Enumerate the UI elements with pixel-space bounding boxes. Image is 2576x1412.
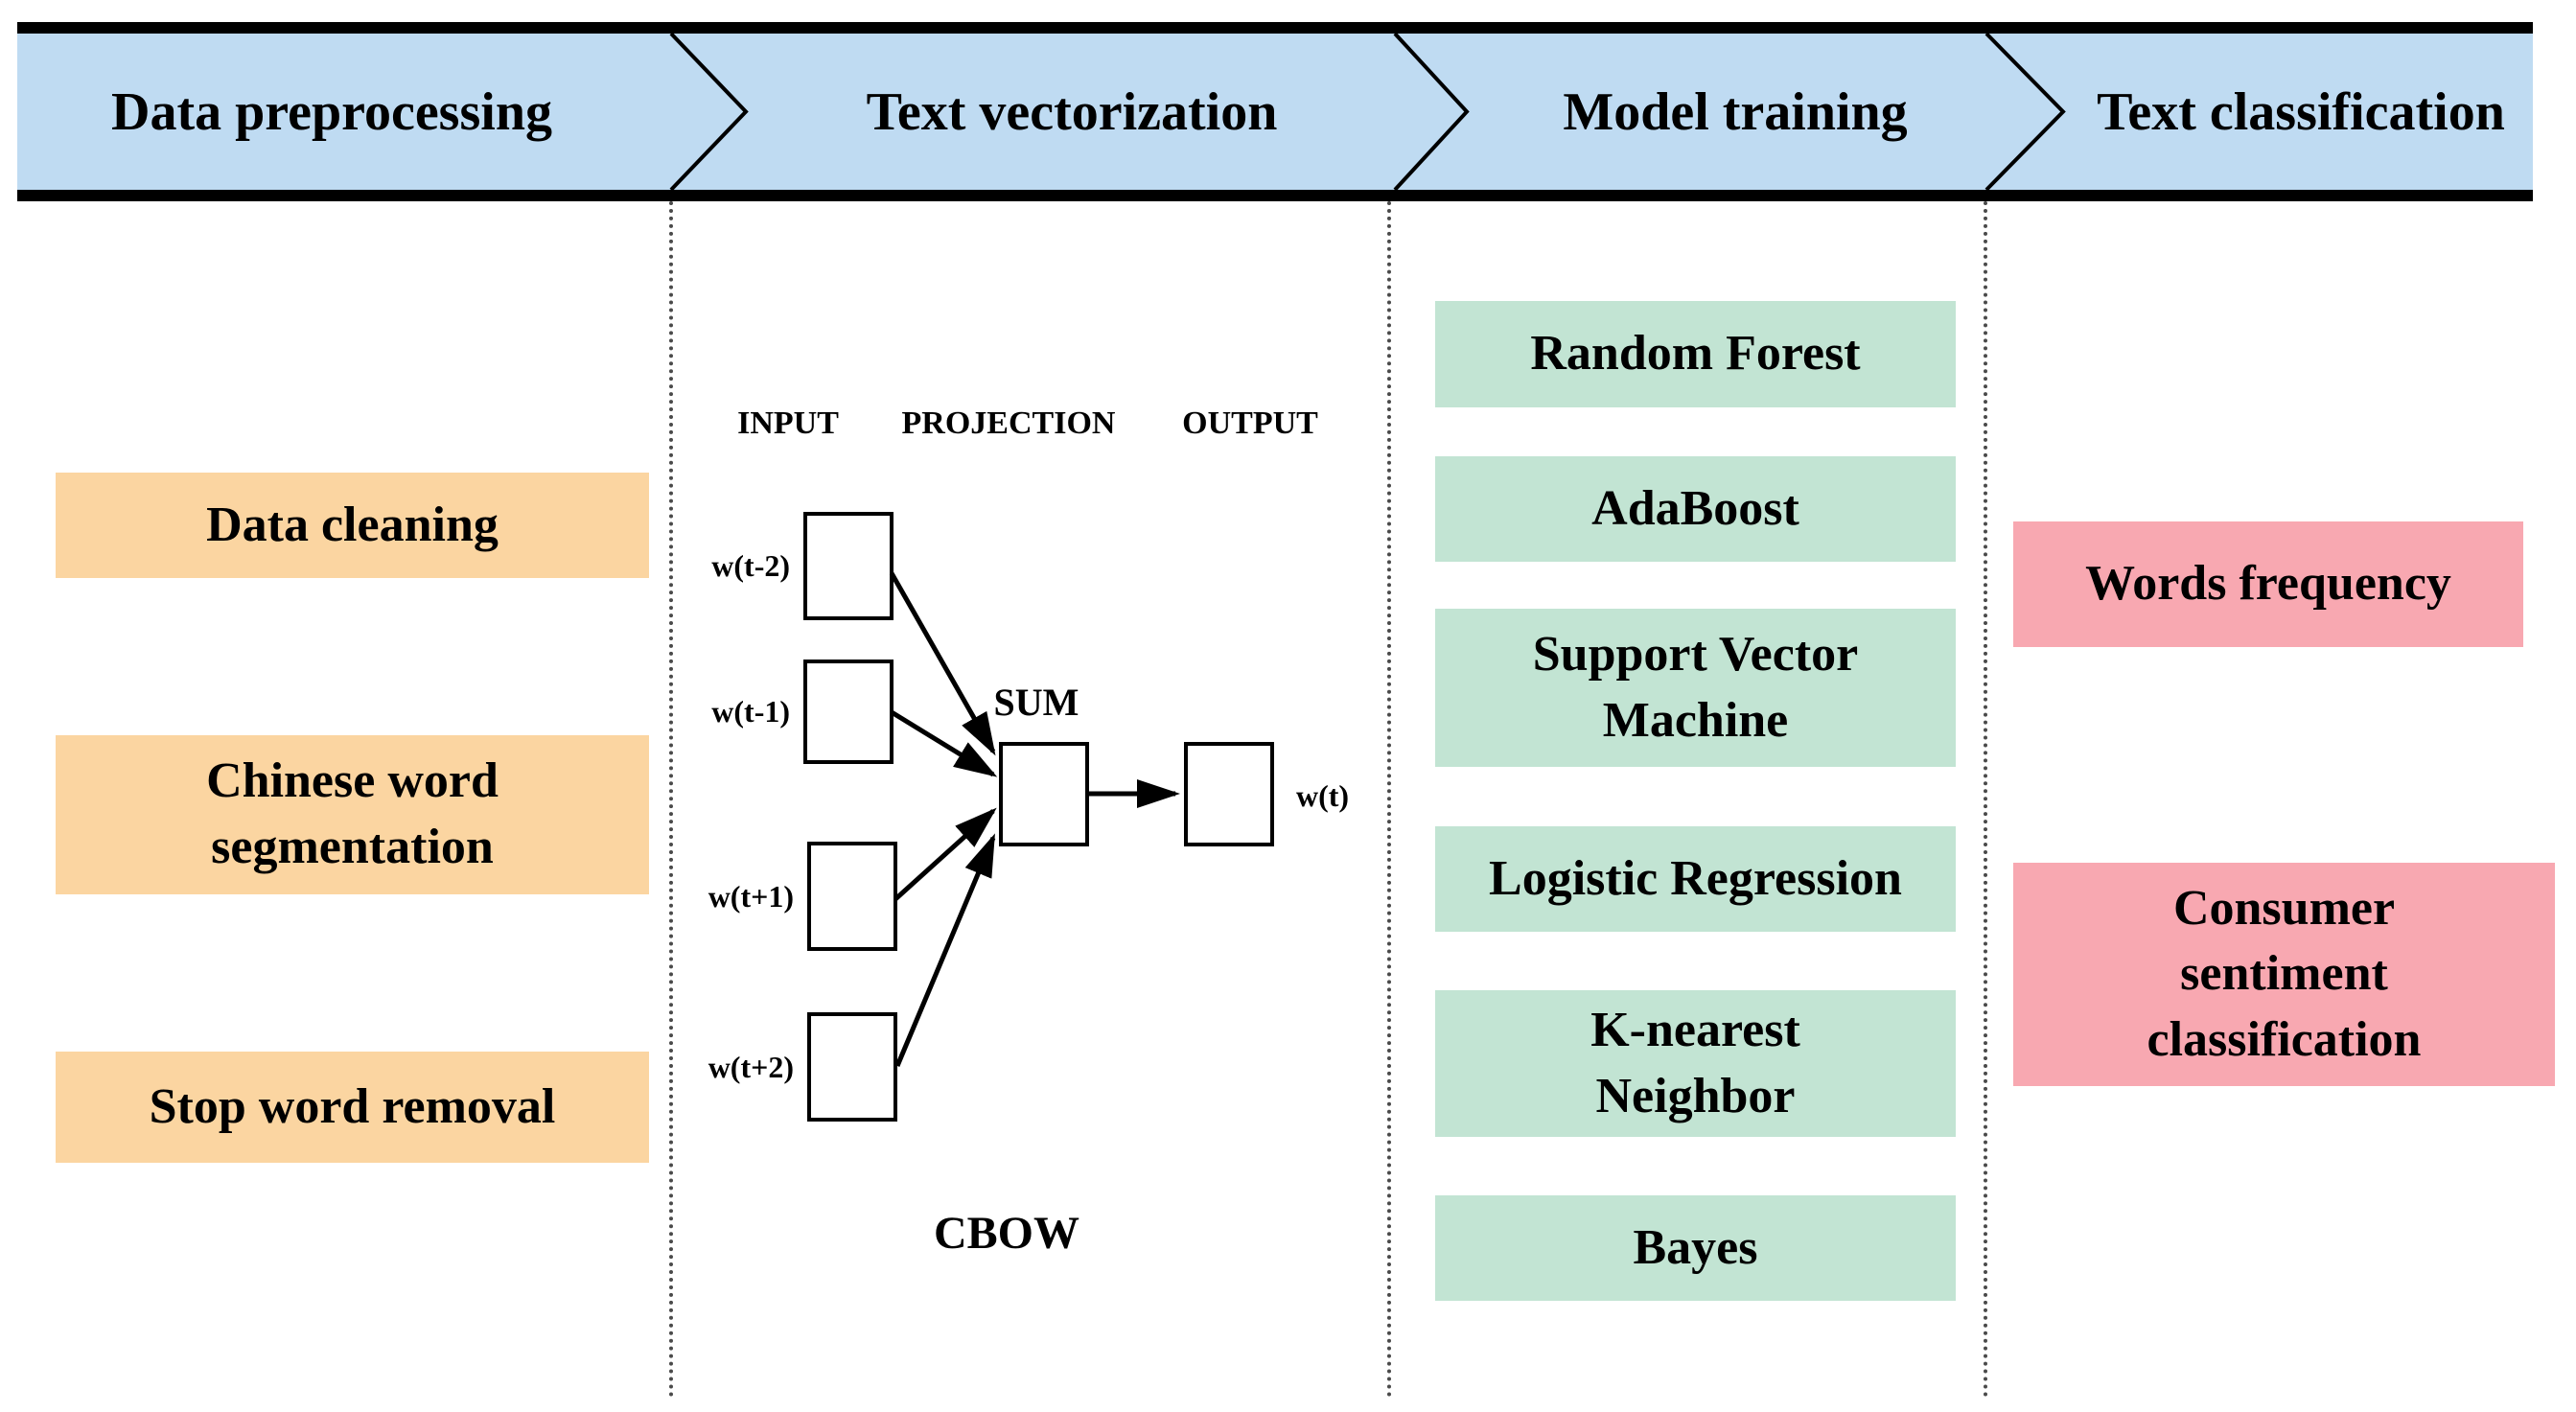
column-divider-3 <box>1984 201 1987 1398</box>
model-box-adaboost: AdaBoost <box>1435 456 1956 562</box>
banner-bottom-bar <box>17 190 2533 201</box>
model-box-random-forest: Random Forest <box>1435 301 1956 407</box>
model-label: Support Vector Machine <box>1532 626 1859 748</box>
model-label: Logistic Regression <box>1489 850 1902 906</box>
target-word-label: w(t) <box>1296 778 1349 813</box>
stage-label-model-training: Model training <box>1563 81 1908 142</box>
model-box-k-nearest-neighbor: K-nearest Neighbor <box>1435 990 1956 1137</box>
input-node-wt+1 <box>807 842 897 951</box>
model-box-logistic-regression: Logistic Regression <box>1435 826 1956 932</box>
input-node-wt+2 <box>807 1012 897 1122</box>
model-label: Bayes <box>1633 1219 1758 1275</box>
input-node-wt-1 <box>803 660 893 764</box>
layer-label-input: INPUT <box>737 405 839 441</box>
step-box-data-cleaning: Data cleaning <box>56 473 649 578</box>
model-label: Random Forest <box>1530 326 1861 382</box>
column-divider-2 <box>1387 201 1391 1398</box>
context-word-label: w(t+2) <box>708 1050 794 1084</box>
model-box-bayes: Bayes <box>1435 1195 1956 1301</box>
stage-label-text-vectorization: Text vectorization <box>866 81 1278 142</box>
stage-label-text-classification: Text classification <box>2097 81 2505 142</box>
step-label: Data cleaning <box>206 497 499 552</box>
column-divider-1 <box>669 201 673 1398</box>
context-word-label: w(t-1) <box>711 694 790 729</box>
output-label: Words frequency <box>2085 556 2451 612</box>
banner-top-bar <box>17 22 2533 34</box>
output-box-words-frequency: Words frequency <box>2013 521 2523 647</box>
cbow-caption: CBOW <box>934 1208 1079 1259</box>
arrow-wt-1-to-sum <box>890 709 998 777</box>
sum-label: SUM <box>994 681 1079 724</box>
arrow-wt+1-to-sum <box>893 807 997 901</box>
chevron-divider-icons <box>669 32 2066 192</box>
layer-label-projection: PROJECTION <box>902 405 1116 441</box>
output-label: Consumer sentiment classification <box>2147 880 2422 1067</box>
sum-node <box>999 742 1089 846</box>
context-word-label: w(t-2) <box>711 548 790 583</box>
arrow-wt+2-to-sum <box>894 833 996 1067</box>
layer-label-output: OUTPUT <box>1182 405 1318 441</box>
model-label: K-nearest Neighbor <box>1590 1002 1800 1123</box>
cbow-diagram: INPUT PROJECTION OUTPUT w(t-2) w(t-1) w(… <box>708 405 1349 1259</box>
model-label: AdaBoost <box>1591 480 1799 536</box>
step-box-stop-word-removal: Stop word removal <box>56 1052 649 1163</box>
stage-label-data-preprocessing: Data preprocessing <box>111 81 552 142</box>
output-box-consumer-sentiment-classification: Consumer sentiment classification <box>2013 863 2555 1086</box>
model-box-support-vector-machine: Support Vector Machine <box>1435 609 1956 767</box>
context-word-label: w(t+1) <box>708 879 794 914</box>
step-label: Chinese word segmentation <box>206 753 499 874</box>
arrow-wt-2-to-sum <box>889 571 996 756</box>
step-label: Stop word removal <box>149 1078 556 1134</box>
step-box-chinese-word-segmentation: Chinese word segmentation <box>56 735 649 894</box>
input-node-wt-2 <box>803 512 893 620</box>
output-node <box>1184 742 1274 846</box>
stage-banner: Data preprocessing Text vectorization Mo… <box>17 22 2533 201</box>
